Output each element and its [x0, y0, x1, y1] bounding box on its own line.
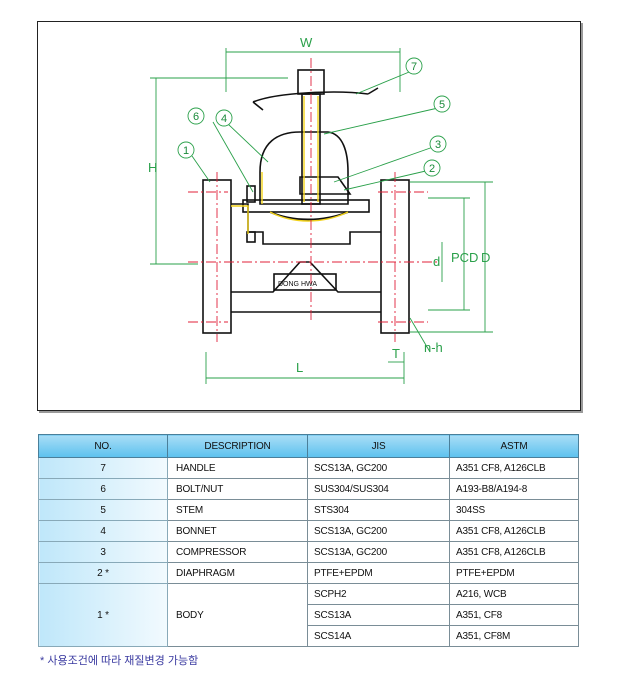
cell-jis: PTFE+EPDM: [307, 562, 450, 584]
balloon-2: 2: [429, 163, 435, 175]
dim-w-label: W: [300, 35, 313, 50]
cell-jis: SUS304/SUS304: [307, 478, 450, 500]
footnote: * 사용조건에 따라 재질변경 가능함: [40, 655, 199, 667]
cell-jis: SCS13A, GC200: [307, 520, 450, 542]
technical-drawing: W H PCD D d L T n-h DONG HWA 1 2 3 4: [37, 21, 581, 411]
table-row-body: SCS13A A351, CF8: [39, 604, 579, 626]
right-flange: [380, 179, 410, 334]
dimension-lines: [150, 48, 493, 384]
balloon-1: 1: [183, 145, 189, 157]
cell-astm: 304SS: [449, 499, 579, 521]
center-lines: [188, 58, 438, 342]
cell-description: HANDLE: [167, 457, 308, 479]
cell-no: 5: [38, 499, 168, 521]
dim-l-label: L: [296, 360, 303, 375]
cell-description: BONNET: [167, 520, 308, 542]
body-marking: DONG HWA: [278, 281, 317, 288]
cell-description: BOLT/NUT: [167, 478, 308, 500]
balloon-4: 4: [221, 113, 227, 125]
cell-astm: PTFE+EPDM: [449, 562, 579, 584]
bonnet: [259, 131, 349, 205]
dim-h-label: H: [148, 160, 157, 175]
cell-description: STEM: [167, 499, 308, 521]
table-header-row: NO. DESCRIPTION JIS ASTM: [38, 434, 579, 458]
table-row: 7 HANDLE SCS13A, GC200 A351 CF8, A126CLB: [38, 457, 579, 479]
balloon-6: 6: [193, 111, 199, 123]
cell-astm: A351, CF8M: [449, 625, 579, 647]
table-row: 6 BOLT/NUT SUS304/SUS304 A193-B8/A194-8: [38, 478, 579, 500]
bolt-left: [246, 185, 256, 203]
cell-jis: STS304: [307, 499, 450, 521]
dim-nh-label: n-h: [424, 340, 443, 355]
part-balloons: [177, 57, 451, 193]
cell-jis: SCS14A: [307, 625, 450, 647]
cell-astm: A351, CF8: [449, 604, 579, 626]
diaphragm: [269, 211, 349, 221]
cell-no: 2 *: [38, 562, 168, 584]
cell-no: 3: [38, 541, 168, 563]
balloon-3: 3: [435, 139, 441, 151]
cell-astm: A351 CF8, A126CLB: [449, 457, 579, 479]
parts-table: NO. DESCRIPTION JIS ASTM 7 HANDLE SCS13A…: [38, 434, 579, 647]
highlight-lines: [231, 96, 349, 234]
table-row: 2 * DIAPHRAGM PTFE+EPDM PTFE+EPDM: [38, 562, 579, 584]
cell-jis: SCS13A, GC200: [307, 457, 450, 479]
header-description: DESCRIPTION: [167, 434, 308, 458]
cell-no: 6: [38, 478, 168, 500]
handle-wheel: [252, 87, 379, 111]
cell-no: 4: [38, 520, 168, 542]
cell-description: COMPRESSOR: [167, 541, 308, 563]
dim-t-label: T: [392, 346, 400, 361]
table-row: 5 STEM STS304 304SS: [38, 499, 579, 521]
table-row: 4 BONNET SCS13A, GC200 A351 CF8, A126CLB: [38, 520, 579, 542]
cell-description: BODY: [167, 583, 308, 647]
header-no: NO.: [38, 434, 168, 458]
header-jis: JIS: [307, 434, 450, 458]
balloon-7: 7: [411, 61, 417, 73]
cell-jis: SCS13A: [307, 604, 450, 626]
table-row-body: SCS14A A351, CF8M: [39, 625, 579, 647]
cell-no: 1 *: [38, 583, 168, 647]
cell-jis: SCPH2: [307, 583, 450, 605]
cell-astm: A351 CF8, A126CLB: [449, 520, 579, 542]
dim-d-inner-label: d: [433, 254, 440, 269]
table-row-body: 1 * BODY SCPH2 A216, WCB: [38, 583, 579, 647]
balloon-5: 5: [439, 99, 445, 111]
body-nameplate: [273, 273, 337, 291]
header-astm: ASTM: [449, 434, 579, 458]
cell-astm: A193-B8/A194-8: [449, 478, 579, 500]
table-row: 3 COMPRESSOR SCS13A, GC200 A351 CF8, A12…: [38, 541, 579, 563]
dim-d-label: D: [481, 250, 490, 265]
body-upper: [231, 203, 381, 245]
cell-jis: SCS13A, GC200: [307, 541, 450, 563]
valve-outline: [202, 69, 410, 334]
cell-no: 7: [38, 457, 168, 479]
cell-astm: A351 CF8, A126CLB: [449, 541, 579, 563]
compressor: [299, 176, 352, 195]
nut-left: [246, 231, 256, 243]
cell-description: DIAPHRAGM: [167, 562, 308, 584]
dim-pcd-label: PCD: [451, 250, 478, 265]
valve-drawing: W H PCD D d L T n-h DONG HWA 1 2 3 4: [148, 35, 493, 384]
left-flange: [202, 179, 232, 334]
cell-astm: A216, WCB: [449, 583, 579, 605]
